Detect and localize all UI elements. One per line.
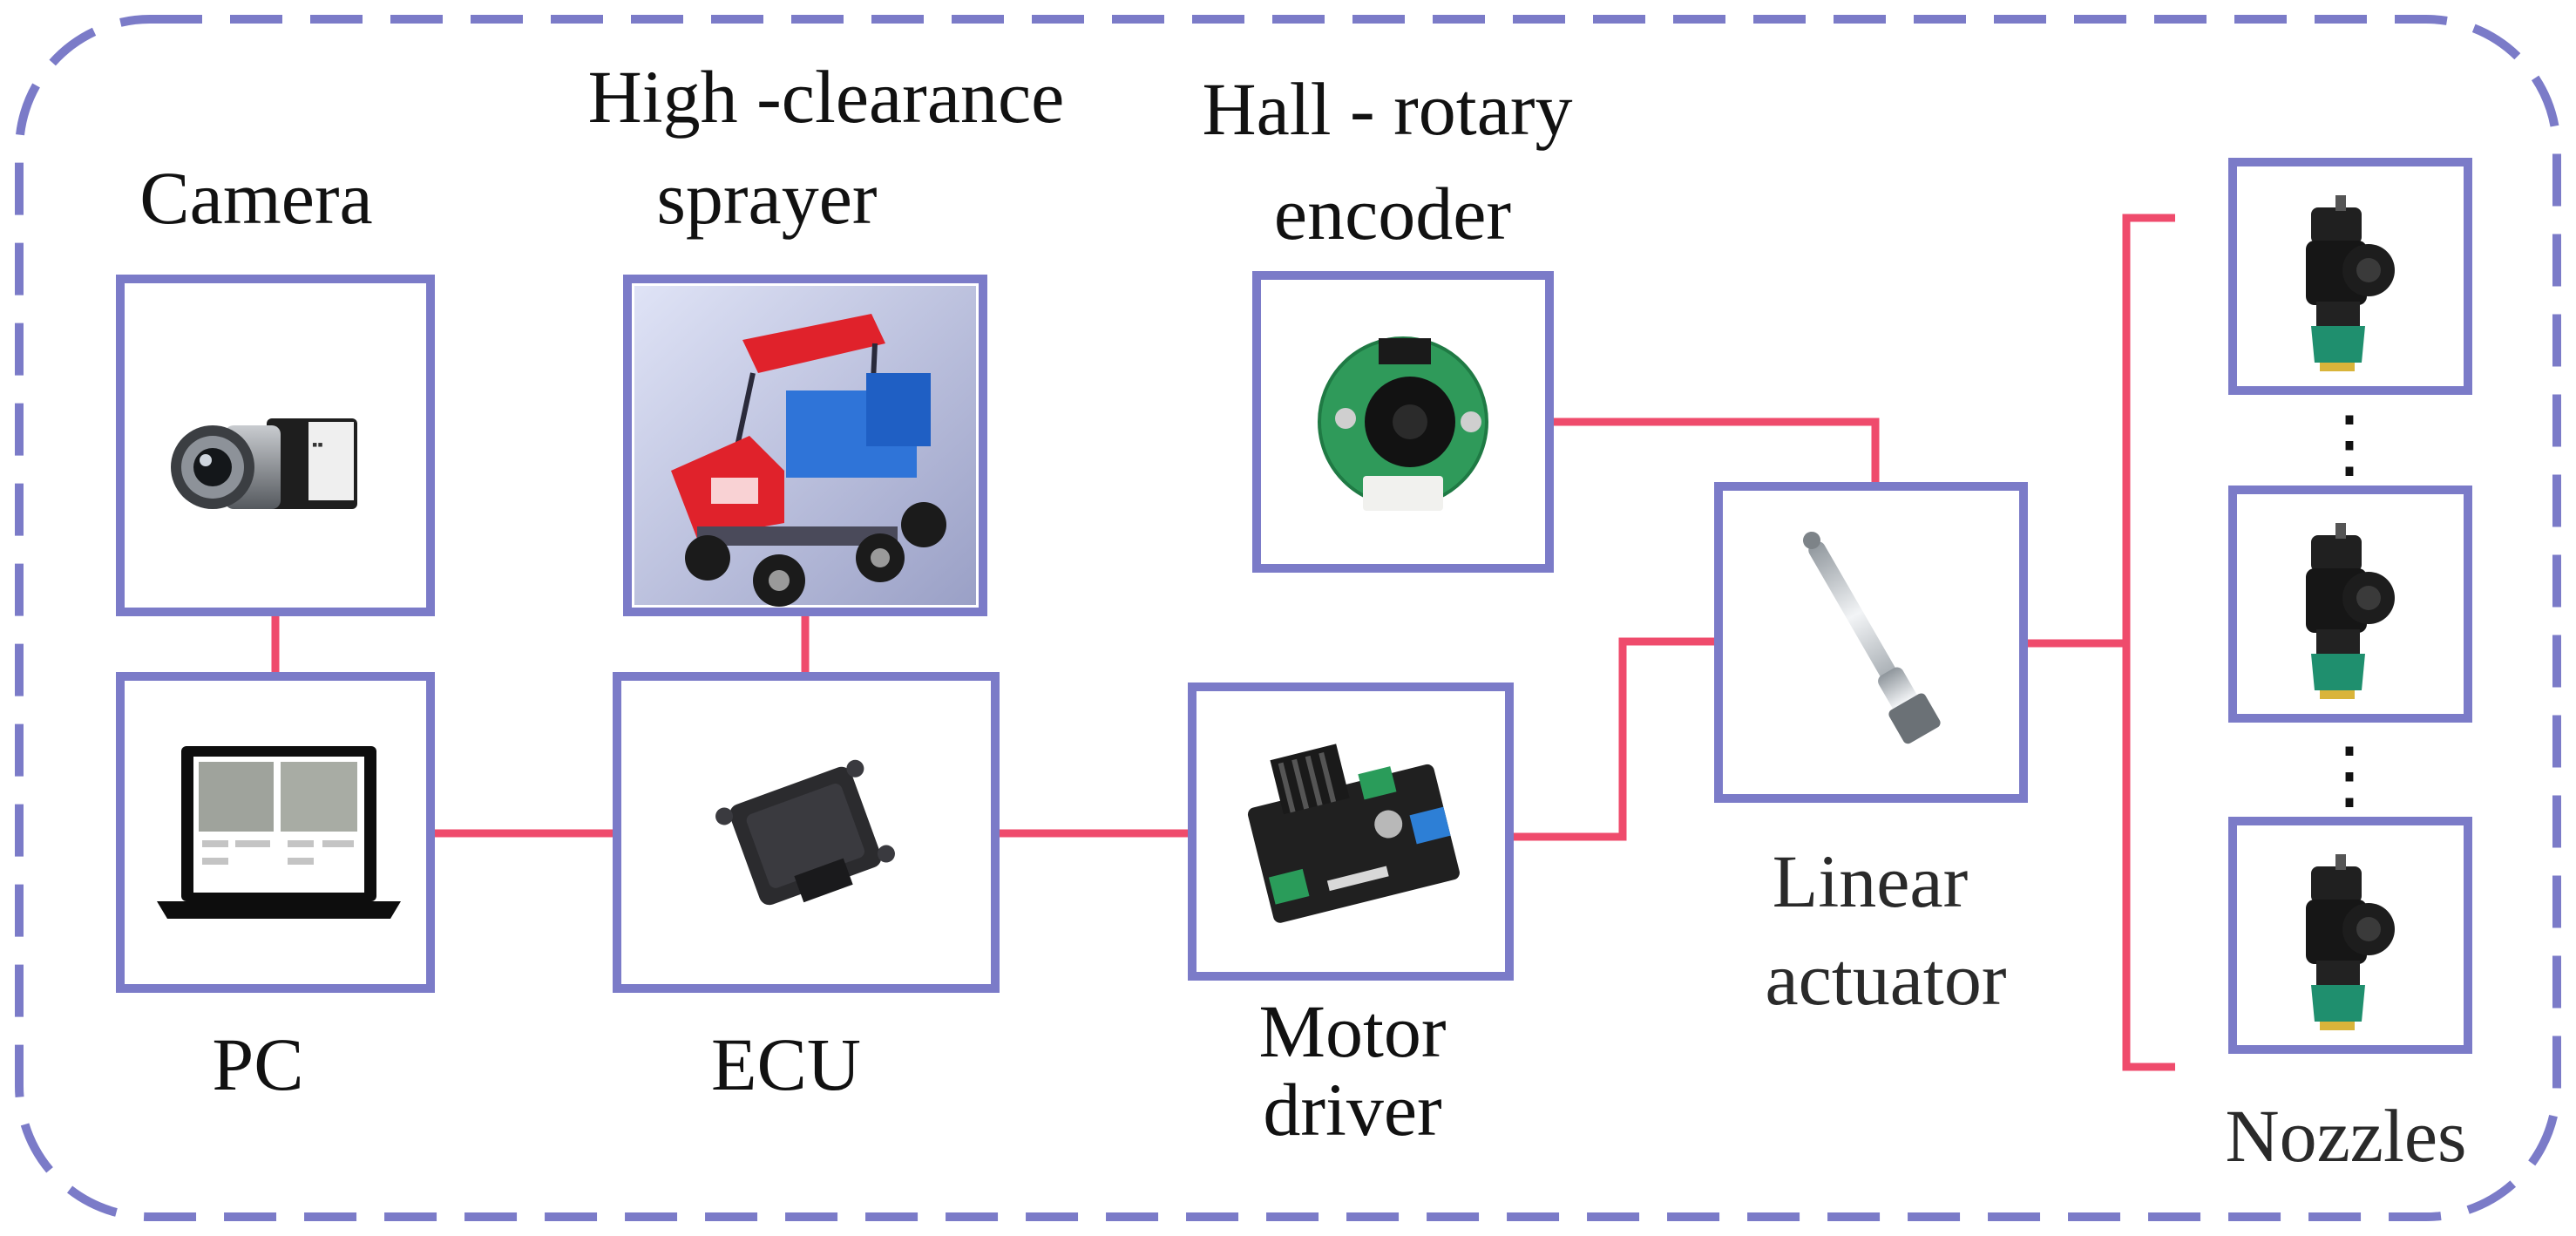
motor-driver-label-line2: driver <box>1263 1068 1441 1151</box>
ecu-module-icon <box>715 759 895 906</box>
laptop-icon <box>157 746 401 919</box>
industrial-camera-icon: ▪▪ <box>171 418 357 509</box>
sprayer-label-line2: sprayer <box>656 156 877 240</box>
high-clearance-sprayer-icon <box>634 286 976 607</box>
motor-driver-board-icon <box>1247 744 1460 923</box>
connection-wires <box>271 214 2175 1071</box>
system-boundary-frame <box>15 15 2561 1221</box>
linear-actuator-label-line2: actuator <box>1766 937 2007 1021</box>
motor-driver-label-line1: Motor <box>1259 989 1447 1073</box>
encoder-label-line2: encoder <box>1274 172 1511 255</box>
nozzle-bracket <box>2122 214 2175 1071</box>
nozzles-label: Nozzles <box>2226 1094 2467 1178</box>
encoder-label-line1: Hall - rotary <box>1202 67 1572 151</box>
pc-label: PC <box>212 1022 303 1106</box>
ecu-label: ECU <box>711 1022 861 1106</box>
camera-label: Camera <box>139 156 372 240</box>
nozzle-separator-top: ⋮ <box>2312 402 2387 486</box>
wire-motor-actuator <box>1509 637 1718 841</box>
rotary-encoder-board-icon <box>1318 336 1488 511</box>
linear-actuator-icon <box>1803 531 1941 744</box>
sprayer-label-line1: High -clearance <box>588 55 1065 139</box>
linear-actuator-label-line1: Linear <box>1773 839 1968 923</box>
linear-actuator-box <box>1714 482 2028 803</box>
wire-encoder-actuator <box>1551 418 1880 486</box>
nozzle-separator-bottom: ⋮ <box>2312 733 2387 817</box>
svg-text:▪▪: ▪▪ <box>312 436 323 453</box>
